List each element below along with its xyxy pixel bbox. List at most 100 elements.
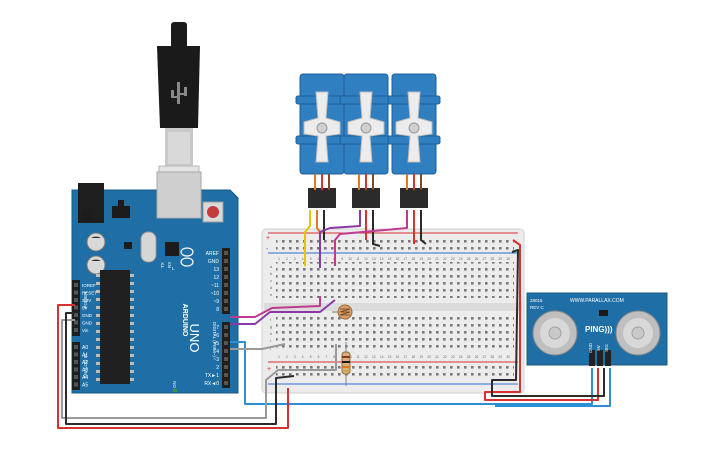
servo-group [295,73,441,208]
digital-pin-label: ~5 [213,341,219,347]
wire-servo2-purple [319,210,361,268]
column-number: 5 [310,355,312,359]
wire-pin6-blue [230,341,593,405]
bottom-power-rail[interactable] [276,366,514,380]
website-label: WWW.PARALLAX.COM [570,298,624,304]
ultrasonic-sensor[interactable]: WWW.PARALLAX.COM 28015 REV C PING))) GND… [526,292,668,366]
column-number: 26 [475,257,479,261]
digital-pin-label: ~6 [213,333,219,339]
column-number: 3 [294,257,296,261]
column-number: 13 [372,355,376,359]
row-letter: a [270,264,273,269]
column-number: 24 [459,355,463,359]
column-number: 13 [372,257,376,261]
power-pin-label: GND [82,321,93,326]
column-number: 18 [412,257,416,261]
wire-ldr-gray [61,319,337,419]
column-number: 7 [326,355,328,359]
power-pin-label: 3.3V [82,298,91,303]
power-pin-label: IOREF [82,283,96,288]
arduino-uno[interactable]: L TX RX ON ARDUINO UNO AREFGND1312~11~10… [71,171,239,394]
column-number: 23 [451,355,455,359]
column-number: 17 [404,257,408,261]
wire-5v-red [57,304,289,429]
row-letter: d [270,285,272,290]
column-number: 12 [364,257,368,261]
column-number: 17 [404,355,408,359]
digital-header-upper [222,248,230,314]
rail-plus-label-bottom: + [267,366,271,373]
column-number: 22 [443,257,447,261]
sensor-pin-label: 5V [596,345,601,351]
column-number: 1 [278,257,280,261]
resistor[interactable] [341,342,351,386]
wire-rail-black-right [491,249,605,397]
digital-header-lower [222,322,230,388]
column-number: 14 [380,355,384,359]
column-number: 2 [286,355,288,359]
usb-icon [171,82,187,104]
column-number: 20 [427,355,431,359]
top-power-rail[interactable] [276,236,514,250]
column-number: 24 [459,257,463,261]
column-number: 2 [286,257,288,261]
digital-pin-label: 8 [216,307,219,313]
wire-gnd-black [65,312,295,425]
column-number: 26 [475,355,479,359]
power-pin-label: RESET [82,291,97,296]
digital-pin-label: 2 [216,365,219,371]
digital-section-label: DIGITAL (PWM~) [212,322,217,357]
row-letter: e [270,292,273,297]
wire-pin5-gray [230,343,286,350]
wire-servo2-black [372,210,381,247]
column-number: 21 [435,355,439,359]
on-led-label: ON [172,381,177,388]
servo-motor[interactable] [387,73,441,208]
column-number: 28 [491,355,495,359]
column-number: 8 [333,355,335,359]
column-number: 27 [483,355,487,359]
analog-pin-label: A0 [82,345,88,351]
transducer-left [532,310,578,356]
column-number: 21 [435,257,439,261]
model-label: PING))) [585,325,613,334]
row-letter: i [270,338,271,343]
column-number: 25 [467,355,471,359]
power-pin-label: 5V [82,306,88,311]
column-number: 29 [498,257,502,261]
reset-button[interactable] [202,201,224,223]
rail-plus-label: + [266,235,270,242]
sensor-pin-label: GND [588,342,593,353]
model-label: UNO [187,324,202,353]
column-number: 25 [467,257,471,261]
analog-pin-label: A1 [82,353,88,359]
column-number: 28 [491,257,495,261]
column-number: 27 [483,257,487,261]
digital-pin-label: ~10 [211,291,220,297]
column-number: 18 [412,355,416,359]
row-letter: h [270,331,272,336]
wire-pin8-purple [230,299,336,325]
digital-pin-label: 4 [216,349,219,355]
bottom-terminal-strip[interactable] [276,315,514,351]
photoresistor[interactable] [332,304,353,320]
analog-pin-label: A3 [82,368,88,374]
row-letter: b [270,271,273,276]
power-section-label: POWER [83,291,88,309]
top-terminal-strip[interactable] [276,262,514,298]
column-number: 6 [318,355,320,359]
column-number: 19 [419,355,423,359]
breadboard[interactable]: + - + 1122334455667788991010111112121313… [261,228,525,394]
column-number: 29 [498,355,502,359]
column-number: 4 [302,257,304,261]
column-number: 11 [356,257,360,261]
servo-motor[interactable] [295,73,349,208]
column-number: 20 [427,257,431,261]
column-number: 10 [348,257,352,261]
analog-pin-label: A5 [82,383,88,389]
servo-motor[interactable] [339,73,393,208]
wire-servo3-black [420,210,427,245]
